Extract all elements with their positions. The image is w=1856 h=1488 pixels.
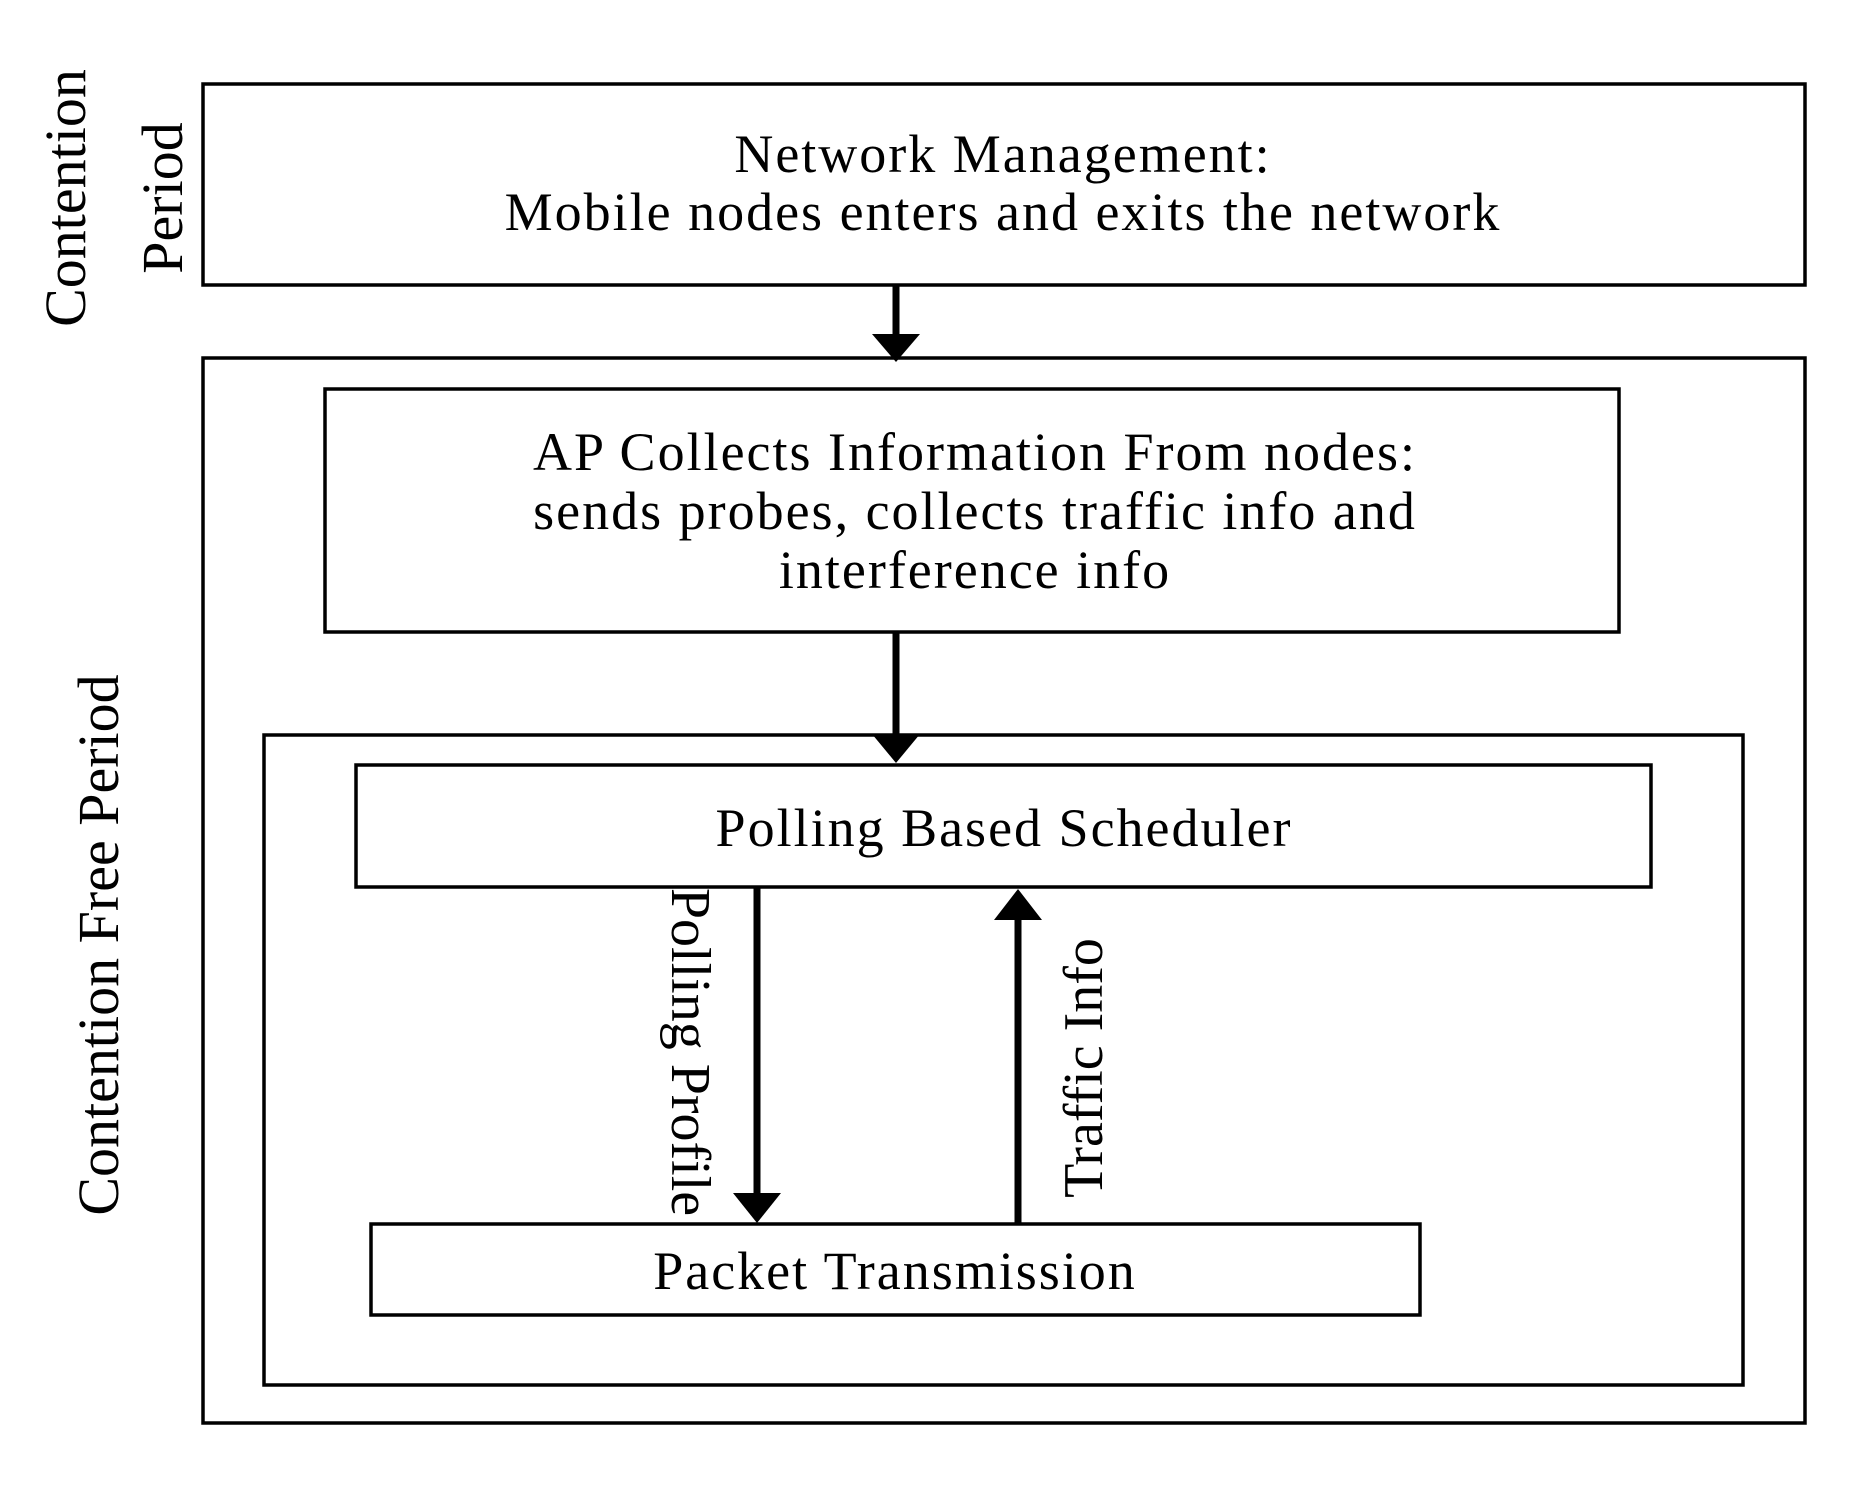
polling-profile-label: Polling Profile xyxy=(659,888,721,1216)
contention-period-label-line1: Contention xyxy=(33,69,98,327)
polling-loop-frame xyxy=(262,733,1745,1387)
traffic-info-label: Traffic Info xyxy=(1053,938,1115,1198)
contention-free-period-label: Contention Free Period xyxy=(66,674,131,1215)
arrow-traffic-info xyxy=(994,889,1042,1225)
contention-period-label: Contention Period xyxy=(33,69,195,327)
network-management-title: Network Management: xyxy=(734,124,1271,184)
ap-collects-line3: interference info xyxy=(779,540,1171,600)
packet-transmission-box xyxy=(369,1222,1422,1317)
contention-period-label-line2: Period xyxy=(130,122,195,273)
ap-collects-box xyxy=(323,387,1621,634)
arrow-network-to-ap xyxy=(872,285,920,362)
polling-scheduler-label: Polling Based Scheduler xyxy=(716,798,1293,858)
network-management-box xyxy=(201,82,1807,287)
polling-scheduler-box xyxy=(354,763,1653,889)
packet-transmission-label: Packet Transmission xyxy=(653,1241,1137,1301)
arrow-polling-profile xyxy=(733,887,781,1223)
contention-free-period-frame xyxy=(201,356,1807,1425)
ap-collects-line2: sends probes, collects traffic info and xyxy=(533,481,1417,541)
ap-collects-line1: AP Collects Information From nodes: xyxy=(533,422,1417,482)
arrow-ap-to-scheduler xyxy=(872,632,920,763)
network-management-description: Mobile nodes enters and exits the networ… xyxy=(505,182,1502,242)
